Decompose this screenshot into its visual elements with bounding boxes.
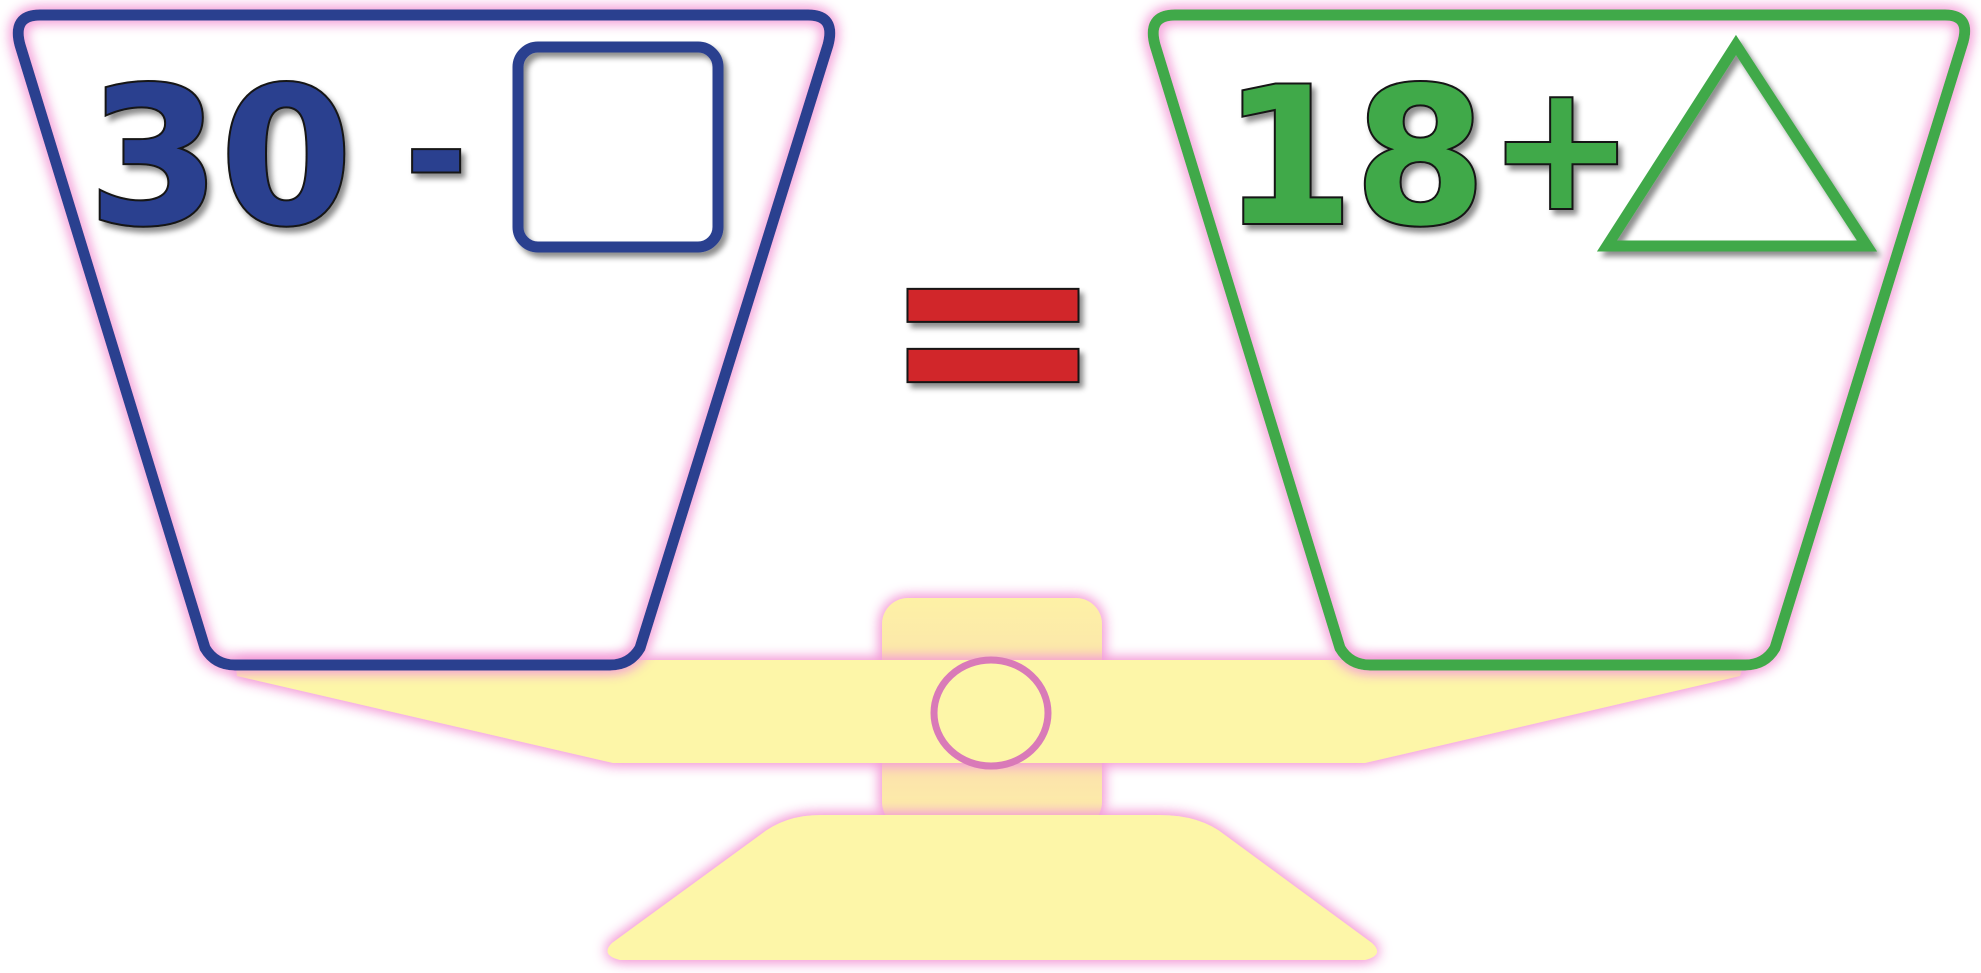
equals-sign: = — [880, 169, 1106, 484]
unknown-triangle-shape — [1607, 45, 1867, 246]
left-number: 30 — [88, 47, 352, 268]
unknown-square-shape — [518, 47, 718, 247]
right-operator: + — [1488, 47, 1635, 250]
pivot-circle — [934, 660, 1048, 766]
left-operator: - — [405, 66, 467, 240]
right-number: 18 — [1222, 47, 1486, 268]
scale-base — [608, 815, 1378, 960]
